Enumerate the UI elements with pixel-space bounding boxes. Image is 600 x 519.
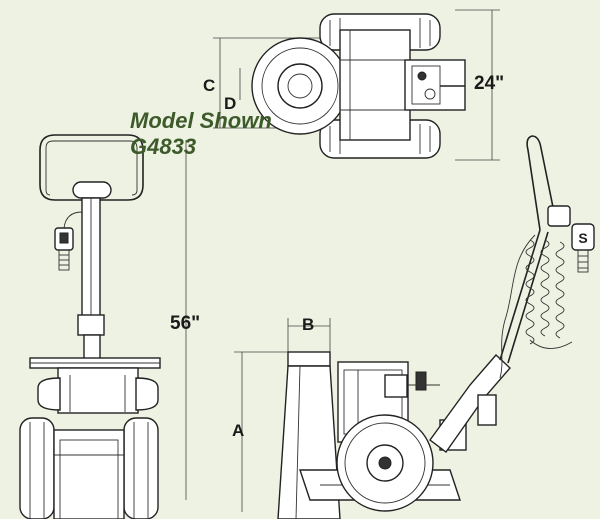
side-view: S [234,135,595,519]
front-view-grip [72,181,112,199]
top-view [213,9,500,161]
dimension-label-a: A [232,421,245,440]
side-view-handle-bar [526,135,557,231]
front-view-right-wheel [123,417,159,519]
front-view-left-wheel [19,417,55,519]
dimension-label-b: B [302,315,315,334]
front-view [19,134,187,519]
model-caption-line1: Model Shown [130,108,272,133]
side-view-roller-top [287,351,331,367]
front-view-drum [53,429,125,519]
side-view-control-head [547,205,571,227]
front-view-handle-loop [39,134,144,201]
dimension-label-c: C [203,76,216,95]
side-view-handle-arm [429,353,511,453]
dimension-label-d: D [224,94,237,113]
dimension-label-height: 56" [170,313,201,334]
dimension-label-width: 24" [474,73,505,94]
front-view-clamp [77,314,105,336]
side-view-coil-cable [499,234,536,379]
side-view-latch [477,394,497,426]
top-view-frame [339,29,411,141]
top-view-handle-plate [404,59,466,111]
model-caption-line2: G4833 [130,134,197,159]
s-badge-icon: S [578,230,587,246]
